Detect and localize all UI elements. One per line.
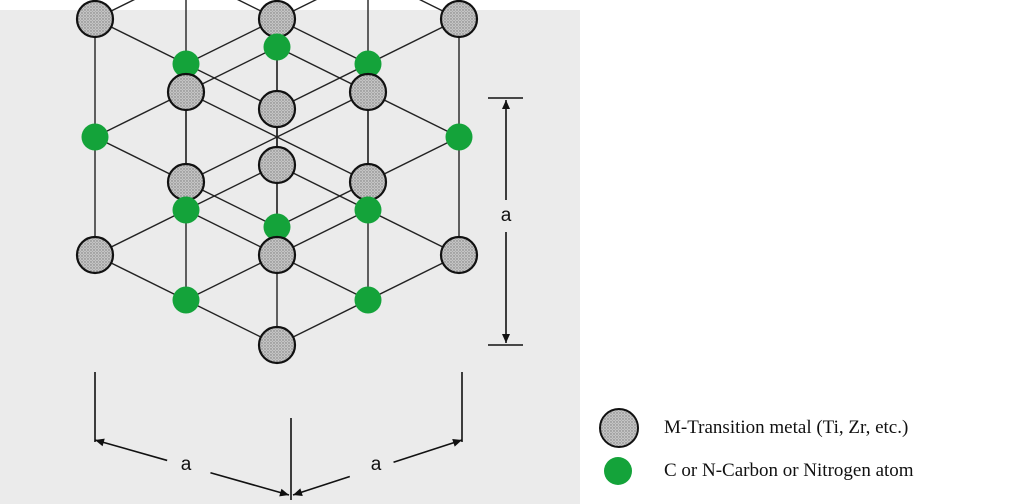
dimension-line-left-part2: [210, 471, 290, 496]
metal-atom: [257, 325, 297, 365]
nonmetal-atom: [263, 33, 291, 61]
legend-label-metal: M-Transition metal (Ti, Zr, etc.): [664, 417, 909, 438]
legend-label-nonmetal: C or N-Carbon or Nitrogen atom: [664, 460, 914, 481]
metal-atom: [257, 89, 297, 129]
dimension-line-right-arrow-start: [452, 438, 462, 447]
legend-item-metal: M-Transition metal (Ti, Zr, etc.): [598, 406, 908, 450]
metal-atom: [257, 0, 297, 39]
dimension-line-left-part1: [94, 439, 168, 462]
dimension-line-right-part1: [393, 439, 463, 464]
nonmetal-atom: [263, 213, 291, 241]
arrowhead-height-top: [502, 100, 510, 109]
nonmetal-atom: [354, 50, 382, 78]
nonmetal-atom: [445, 123, 473, 151]
dimension-label-height: a: [501, 205, 512, 226]
dimension-lines: [94, 97, 523, 500]
metal-atom: [348, 162, 388, 202]
lattice-edge: [418, 0, 460, 20]
nonmetal-atom: [172, 196, 200, 224]
nonmetal-atom: [354, 196, 382, 224]
lattice-edge: [94, 0, 136, 20]
dimension-line-right-arrow-end: [293, 488, 303, 497]
metal-atom: [348, 72, 388, 112]
nonmetal-atom: [172, 286, 200, 314]
nonmetal-atom: [81, 123, 109, 151]
arrowhead-height-bottom: [502, 334, 510, 343]
dimension-label-left: a: [181, 454, 192, 475]
metal-atom-icon: [599, 408, 639, 448]
metal-atom: [166, 72, 206, 112]
metal-atom: [439, 0, 479, 39]
dimension-line-left-arrow-end: [279, 488, 289, 497]
metal-atom: [166, 162, 206, 202]
legend-item-nonmetal: C or N-Carbon or Nitrogen atom: [598, 449, 914, 493]
metal-atom: [257, 235, 297, 275]
dimension-label-right: a: [371, 454, 382, 475]
nonmetal-atom: [172, 50, 200, 78]
lattice-atoms: [75, 0, 479, 365]
dimension-line-right-part2: [292, 475, 351, 496]
metal-atom: [257, 145, 297, 185]
nonmetal-atom: [354, 286, 382, 314]
dimension-line-left-arrow-start: [95, 438, 105, 447]
metal-atom: [439, 235, 479, 275]
metal-atom: [75, 235, 115, 275]
nonmetal-atom-icon: [604, 457, 632, 485]
metal-atom: [75, 0, 115, 39]
